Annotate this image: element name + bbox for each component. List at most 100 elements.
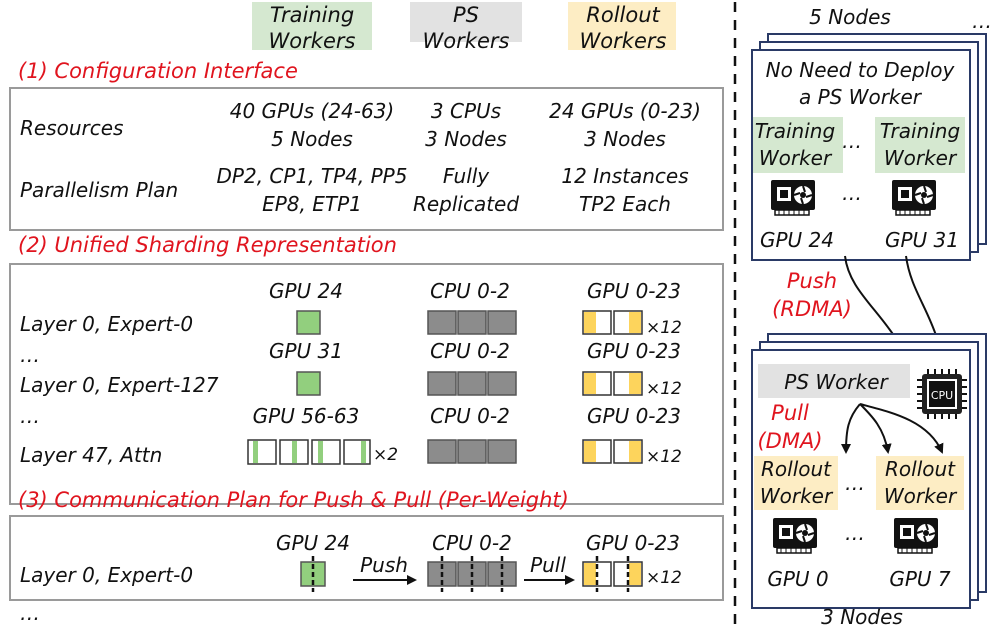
rollout-plan-1: 12 Instances [561,164,688,188]
gpu-icon-24 [770,179,816,216]
no-deploy-line1: No Need to Deploy [766,58,956,82]
comm-pull-label: Pull [530,553,566,577]
parallelism-label: Parallelism Plan [20,178,178,202]
legend-rollout-swatch [568,2,676,50]
shard-row-3-label: Layer 47, Attn [20,443,162,467]
shard-row-1-training-dev: GPU 24 [269,279,343,303]
shard-row-1-ps-block-1 [427,310,457,335]
gpu-31-label: GPU 31 [885,228,959,252]
legend-training-line1: Training [270,3,354,27]
section-config-title: (1) Configuration Interface [18,59,298,83]
rollout-worker-ellipsis: … [845,471,865,495]
legend-rollout-line1: Rollout [586,3,660,27]
ps-worker-bg [758,364,910,398]
gpu-0-label: GPU 0 [767,567,828,591]
comm-training-block [300,556,326,592]
gpu-top-ellipsis: … [842,181,862,205]
shard-row-3-rollout-blocks [582,439,643,464]
training-plan-1: DP2, CP1, TP4, PP5 [217,164,408,188]
shard-row-1-ps-dev: CPU 0-2 [430,279,510,303]
comm-rollout-dev: GPU 0-23 [586,531,680,555]
legend-ps-line1: PS [453,3,479,27]
shard-row-1-label: Layer 0, Expert-0 [20,312,193,336]
top-nodes-label: 5 Nodes [809,5,891,29]
shard-row-2-rollout-dev: GPU 0-23 [587,339,681,363]
comm-ellipsis: … [20,601,40,625]
gpu-bottom-ellipsis: … [845,521,865,545]
ps-worker-label: PS Worker [784,370,889,394]
shard-row-2-ps-block-1 [427,371,457,396]
training-worker-right-bg [875,117,965,173]
training-worker-left-line1: Training [755,119,835,143]
shard-row-3-ps-block-3 [487,439,517,464]
shard-row-2-rollout-blocks [582,371,643,396]
comm-training-dev: GPU 24 [276,531,350,555]
shard-ellipsis-1: … [20,343,40,367]
legend-training-line2: Workers [269,29,356,53]
rollout-resources-1: 24 GPUs (0-23) [549,99,701,123]
config-panel [9,87,724,231]
no-deploy-line2: a PS Worker [799,85,923,109]
rollout-worker-left-line1: Rollout [761,457,832,481]
shard-row-1-rollout-blocks [582,310,643,335]
legend-training-swatch [252,2,372,50]
training-worker-right-line1: Training [880,119,960,143]
shard-row-1-ps-block-2 [457,310,487,335]
shard-row-1-rollout-mult: ×12 [646,318,682,338]
shard-row-3-ps-block-1 [427,439,457,464]
shard-row-3-training-rollout-dev: GPU 0-23 [587,404,681,428]
comm-rollout-blocks [582,556,643,592]
shard-row-2-label: Layer 0, Expert-127 [20,373,219,397]
shard-row-2-ps-block-2 [457,371,487,396]
training-worker-ellipsis: … [842,129,862,153]
push-label-line1: Push [787,269,837,293]
gpu-icon-0 [772,517,818,554]
shard-row-3-training-blocks [247,439,371,465]
rollout-plan-2: TP2 Each [579,192,671,216]
pull-label-line2: (DMA) [757,429,822,453]
comm-rollout-mult: ×12 [646,568,682,588]
rollout-worker-left-bg [754,456,838,510]
shard-row-2-ps-block-3 [487,371,517,396]
legend-ps-swatch [410,2,522,42]
pull-arrow-3 [859,403,944,454]
legend: Training Workers PS Workers Rollout Work… [252,2,676,53]
push-label-line2: (RDMA) [772,297,852,321]
legend-ps-line2: Workers [423,29,510,53]
ps-plan-2: Replicated [413,192,519,216]
shard-row-3-ps-block-2 [457,439,487,464]
shard-row-2-ps-dev: CPU 0-2 [430,339,510,363]
comm-row-label: Layer 0, Expert-0 [20,563,193,587]
pull-label-line1: Pull [771,401,809,425]
shard-row-2-training-block [296,371,321,396]
shard-row-3-rollout-mult: ×12 [646,447,682,467]
shard-row-1-training-block [296,310,321,335]
section-sharding-title: (2) Unified Sharding Representation [18,233,397,257]
training-worker-left-bg [753,117,843,173]
comm-ps-dev: CPU 0-2 [432,531,512,555]
rollout-worker-right-line2: Worker [884,484,958,508]
shard-row-2-rollout-mult: ×12 [646,379,682,399]
shard-row-3-training-dev: GPU 56-63 [253,404,360,428]
cpu-chip-label: CPU [931,389,953,402]
gpu-24-label: GPU 24 [760,228,834,252]
training-resources-2: 5 Nodes [271,127,353,151]
rollout-resources-2: 3 Nodes [584,127,666,151]
rollout-worker-right-line1: Rollout [885,457,956,481]
section-comm-title: (3) Communication Plan for Push & Pull (… [18,488,569,512]
ps-resources-2: 3 Nodes [425,127,507,151]
training-worker-right-line2: Worker [884,146,958,170]
bottom-nodes-label: 3 Nodes [821,605,903,629]
training-plan-2: EP8, ETP1 [262,192,362,216]
shard-row-3-ps-dev: CPU 0-2 [430,404,510,428]
shard-ellipsis-2: … [20,404,40,428]
rollout-worker-left-line2: Worker [760,484,834,508]
gpu-7-label: GPU 7 [889,567,951,591]
resources-label: Resources [20,116,123,140]
gpu-icon-7 [893,517,939,554]
ps-plan-1: Fully [443,164,490,188]
pull-arrow-2 [859,403,892,454]
rollout-worker-right-bg [876,456,964,510]
gpu-icon-31 [891,179,937,216]
